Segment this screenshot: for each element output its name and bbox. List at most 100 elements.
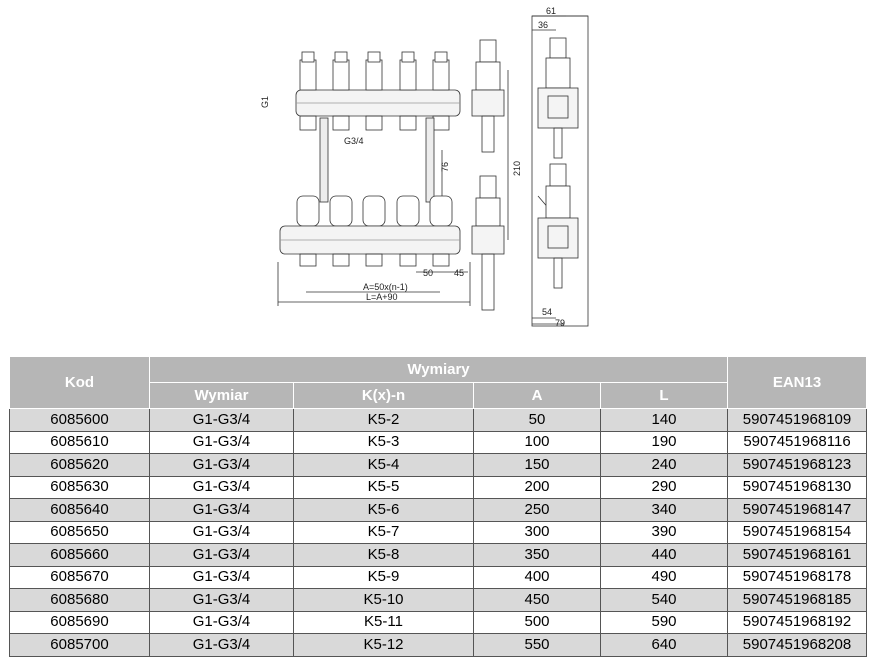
cell-wymiar: G1-G3/4 (149, 588, 294, 612)
cell-a: 550 (473, 633, 601, 657)
label-50: 50 (423, 268, 433, 278)
end-piece-assembly (471, 39, 505, 311)
cell-l: 290 (599, 475, 729, 499)
header-ean13: EAN13 (727, 356, 868, 409)
cell-ean: 5907451968130 (727, 475, 868, 499)
upper-valves (299, 51, 450, 91)
header-kod: Kod (9, 356, 150, 409)
cell-l: 440 (599, 543, 729, 567)
label-formula-l: L=A+90 (366, 292, 398, 302)
cell-kod: 6085600 (9, 408, 150, 432)
header-l: L (599, 382, 729, 409)
cell-wymiar: G1-G3/4 (149, 475, 294, 499)
product-spec-table: Kod Wymiary EAN13 Wymiar K(x)-n A L 6085… (9, 356, 868, 657)
cell-kxn: K5-10 (293, 588, 474, 612)
cell-wymiar: G1-G3/4 (149, 430, 294, 454)
label-g34: G3/4 (344, 136, 364, 146)
cell-a: 300 (473, 520, 601, 544)
cell-ean: 5907451968116 (727, 430, 868, 454)
cell-ean: 5907451968185 (727, 588, 868, 612)
cell-l: 340 (599, 498, 729, 522)
cell-wymiar: G1-G3/4 (149, 453, 294, 477)
table-row: 6085630 G1-G3/4 K5-5 200 290 59074519681… (9, 475, 868, 499)
cell-kxn: K5-3 (293, 430, 474, 454)
label-formula-a: A=50x(n-1) (363, 282, 408, 292)
cell-a: 400 (473, 565, 601, 589)
cell-l: 590 (599, 610, 729, 634)
cell-kod: 6085640 (9, 498, 150, 522)
cell-kxn: K5-9 (293, 565, 474, 589)
cell-wymiar: G1-G3/4 (149, 610, 294, 634)
cell-wymiar: G1-G3/4 (149, 565, 294, 589)
cell-kxn: K5-11 (293, 610, 474, 634)
label-61: 61 (546, 6, 556, 16)
cell-kod: 6085670 (9, 565, 150, 589)
table-row: 6085620 G1-G3/4 K5-4 150 240 59074519681… (9, 453, 868, 477)
cell-ean: 5907451968208 (727, 633, 868, 657)
cell-ean: 5907451968192 (727, 610, 868, 634)
cell-kod: 6085610 (9, 430, 150, 454)
lower-valves (296, 195, 453, 227)
cell-ean: 5907451968154 (727, 520, 868, 544)
label-76: 76 (440, 162, 450, 172)
cell-kxn: K5-4 (293, 453, 474, 477)
cell-a: 200 (473, 475, 601, 499)
manifold-drawing-svg: G1 G3/4 76 210 50 45 A=50x(n-1) L=A+90 6… (260, 6, 589, 328)
cell-wymiar: G1-G3/4 (149, 520, 294, 544)
cell-a: 150 (473, 453, 601, 477)
cell-kod: 6085650 (9, 520, 150, 544)
header-wymiar: Wymiar (149, 382, 294, 409)
cell-kod: 6085690 (9, 610, 150, 634)
cell-a: 50 (473, 408, 601, 432)
cell-a: 100 (473, 430, 601, 454)
table-row: 6085660 G1-G3/4 K5-8 350 440 59074519681… (9, 543, 868, 567)
label-g1: G1 (260, 96, 270, 108)
cell-kxn: K5-12 (293, 633, 474, 657)
cell-kod: 6085660 (9, 543, 150, 567)
cell-wymiar: G1-G3/4 (149, 633, 294, 657)
cell-a: 250 (473, 498, 601, 522)
cell-l: 640 (599, 633, 729, 657)
table-row: 6085700 G1-G3/4 K5-12 550 640 5907451968… (9, 633, 868, 657)
cell-ean: 5907451968161 (727, 543, 868, 567)
label-210: 210 (512, 161, 522, 176)
cell-kxn: K5-2 (293, 408, 474, 432)
cell-kod: 6085700 (9, 633, 150, 657)
cell-l: 240 (599, 453, 729, 477)
cell-ean: 5907451968109 (727, 408, 868, 432)
label-36: 36 (538, 20, 548, 30)
side-view (531, 15, 589, 327)
label-54: 54 (542, 307, 552, 317)
label-79: 79 (555, 318, 565, 328)
table-row: 6085680 G1-G3/4 K5-10 450 540 5907451968… (9, 588, 868, 612)
cell-l: 490 (599, 565, 729, 589)
manifold-technical-drawing: G1 G3/4 76 210 50 45 A=50x(n-1) L=A+90 6… (250, 0, 610, 340)
table-row: 6085610 G1-G3/4 K5-3 100 190 59074519681… (9, 430, 868, 454)
cell-kod: 6085620 (9, 453, 150, 477)
header-kxn: K(x)-n (293, 382, 474, 409)
cell-kod: 6085630 (9, 475, 150, 499)
cell-kxn: K5-6 (293, 498, 474, 522)
cell-l: 390 (599, 520, 729, 544)
label-45: 45 (454, 268, 464, 278)
header-wymiary: Wymiary (148, 356, 729, 383)
upper-outlets (299, 115, 450, 131)
cell-ean: 5907451968147 (727, 498, 868, 522)
cell-wymiar: G1-G3/4 (149, 408, 294, 432)
table-body: 6085600 G1-G3/4 K5-2 50 140 590745196810… (9, 408, 868, 657)
table-row: 6085640 G1-G3/4 K5-6 250 340 59074519681… (9, 498, 868, 522)
cell-l: 190 (599, 430, 729, 454)
table-row: 6085690 G1-G3/4 K5-11 500 590 5907451968… (9, 610, 868, 634)
cell-a: 500 (473, 610, 601, 634)
cell-a: 350 (473, 543, 601, 567)
table-row: 6085650 G1-G3/4 K5-7 300 390 59074519681… (9, 520, 868, 544)
right-bracket (425, 117, 435, 203)
cell-l: 540 (599, 588, 729, 612)
left-bracket (319, 117, 329, 203)
cell-wymiar: G1-G3/4 (149, 543, 294, 567)
cell-ean: 5907451968178 (727, 565, 868, 589)
cell-l: 140 (599, 408, 729, 432)
cell-kxn: K5-8 (293, 543, 474, 567)
cell-wymiar: G1-G3/4 (149, 498, 294, 522)
cell-kod: 6085680 (9, 588, 150, 612)
